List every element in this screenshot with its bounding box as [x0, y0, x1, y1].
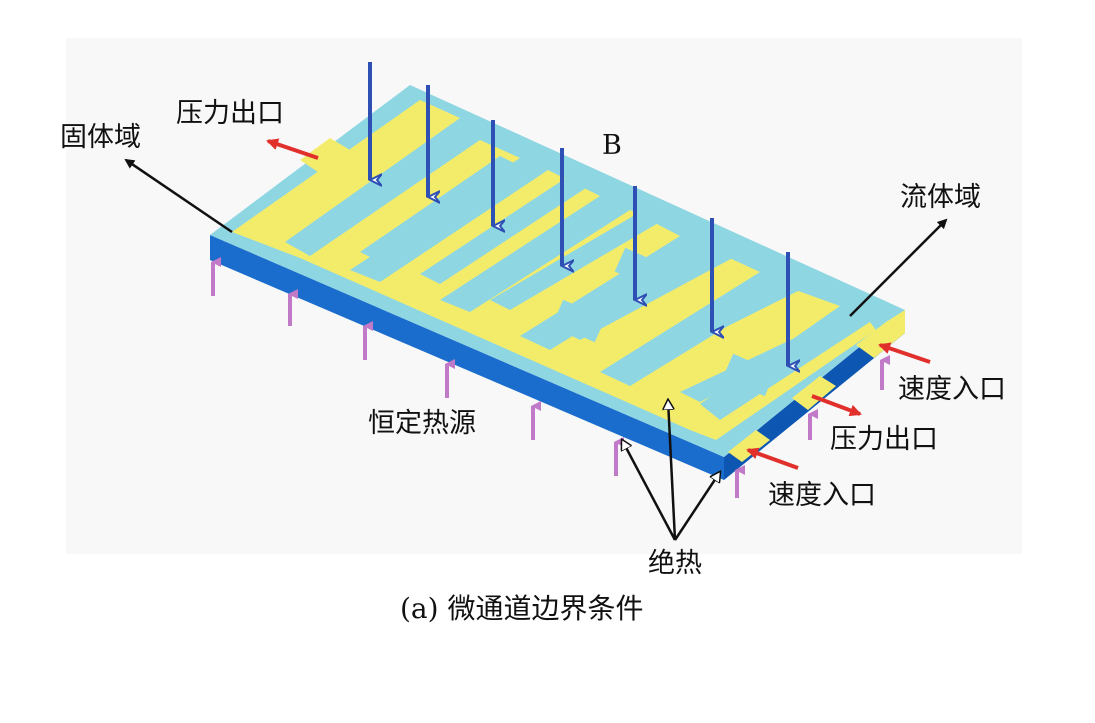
red-arrow-icon	[811, 394, 862, 417]
adiabatic-label: 绝热	[648, 548, 702, 579]
pointer-lines	[124, 158, 948, 541]
pressure-outlet-top-label: 压力出口	[176, 98, 284, 129]
magnetic-field-label: B	[602, 130, 622, 161]
velocity-inlet-right-label: 速度入口	[898, 374, 1006, 405]
red-arrow-icon	[266, 138, 319, 160]
solid-domain-pointer	[124, 158, 233, 234]
flow-arrows	[266, 138, 931, 470]
velocity-inlet-bottom-label: 速度入口	[768, 480, 876, 511]
channel-strips	[300, 140, 862, 402]
port-blocks	[300, 138, 905, 462]
adiabatic-pointer-2	[668, 400, 677, 541]
red-arrow-icon	[746, 447, 799, 470]
heat-source-label: 恒定热源	[368, 408, 476, 439]
fluid-domain-label: 流体域	[900, 182, 981, 213]
figure-caption: (a) 微通道边界条件	[400, 592, 643, 625]
adiabatic-pointer-1	[622, 440, 677, 541]
plate-front-face	[210, 235, 724, 480]
adiabatic-pointer-3	[673, 472, 720, 541]
fluid-domain-pointer	[849, 218, 948, 317]
red-arrow-icon	[878, 342, 931, 364]
heat-arrows	[211, 257, 890, 498]
solid-domain-label: 固体域	[60, 122, 141, 153]
field-arrows	[368, 62, 788, 366]
pressure-outlet-right-label: 压力出口	[830, 424, 938, 455]
